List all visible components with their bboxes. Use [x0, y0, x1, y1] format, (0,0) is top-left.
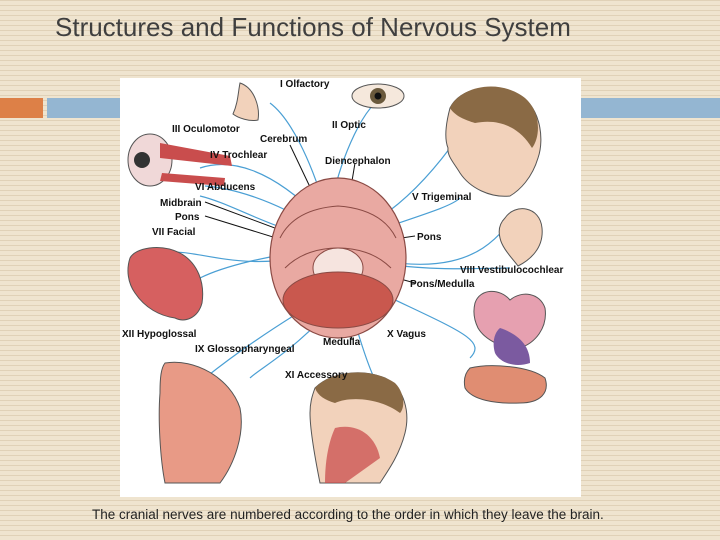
- label-pons-medulla: Pons/Medulla: [410, 279, 475, 290]
- brain-illustration: [269, 177, 407, 339]
- head-profile-illustration: [445, 86, 542, 197]
- label-facial: VII Facial: [152, 227, 196, 238]
- slide-title: Structures and Functions of Nervous Syst…: [55, 12, 571, 42]
- throat-section-illustration: [158, 361, 242, 484]
- eye-illustration: [351, 83, 405, 109]
- figure-caption: The cranial nerves are numbered accordin…: [92, 507, 604, 522]
- label-cerebrum: Cerebrum: [260, 134, 307, 145]
- label-midbrain: Midbrain: [160, 198, 202, 209]
- accent-bar-orange: [0, 98, 43, 118]
- label-diencephalon: Diencephalon: [325, 156, 391, 167]
- label-medulla: Medulla: [323, 337, 361, 348]
- label-pons-right: Pons: [417, 232, 442, 243]
- label-pons-left: Pons: [175, 212, 200, 223]
- ear-illustration: [498, 208, 543, 267]
- organs-illustration: [463, 290, 547, 404]
- face-muscle-illustration: [127, 247, 204, 321]
- label-abducens: VI Abducens: [195, 182, 256, 193]
- label-trochlear: IV Trochlear: [210, 150, 267, 161]
- label-oculomotor: III Oculomotor: [172, 124, 240, 135]
- label-glossopharyngeal: IX Glossopharyngeal: [195, 344, 295, 355]
- label-vestibulocochlear: VIII Vestibulocochlear: [460, 265, 563, 276]
- label-vagus: X Vagus: [387, 329, 426, 340]
- label-trigeminal: V Trigeminal: [412, 192, 472, 203]
- label-optic: II Optic: [332, 120, 366, 131]
- eye-muscle-illustration: [127, 133, 232, 187]
- nose-illustration: [232, 82, 259, 121]
- label-olfactory: I Olfactory: [280, 79, 330, 90]
- label-accessory: XI Accessory: [285, 370, 348, 381]
- cranial-nerves-figure: I Olfactory II Optic III Oculomotor Cere…: [120, 78, 581, 497]
- neck-figure-illustration: [309, 372, 408, 484]
- label-hypoglossal: XII Hypoglossal: [122, 329, 197, 340]
